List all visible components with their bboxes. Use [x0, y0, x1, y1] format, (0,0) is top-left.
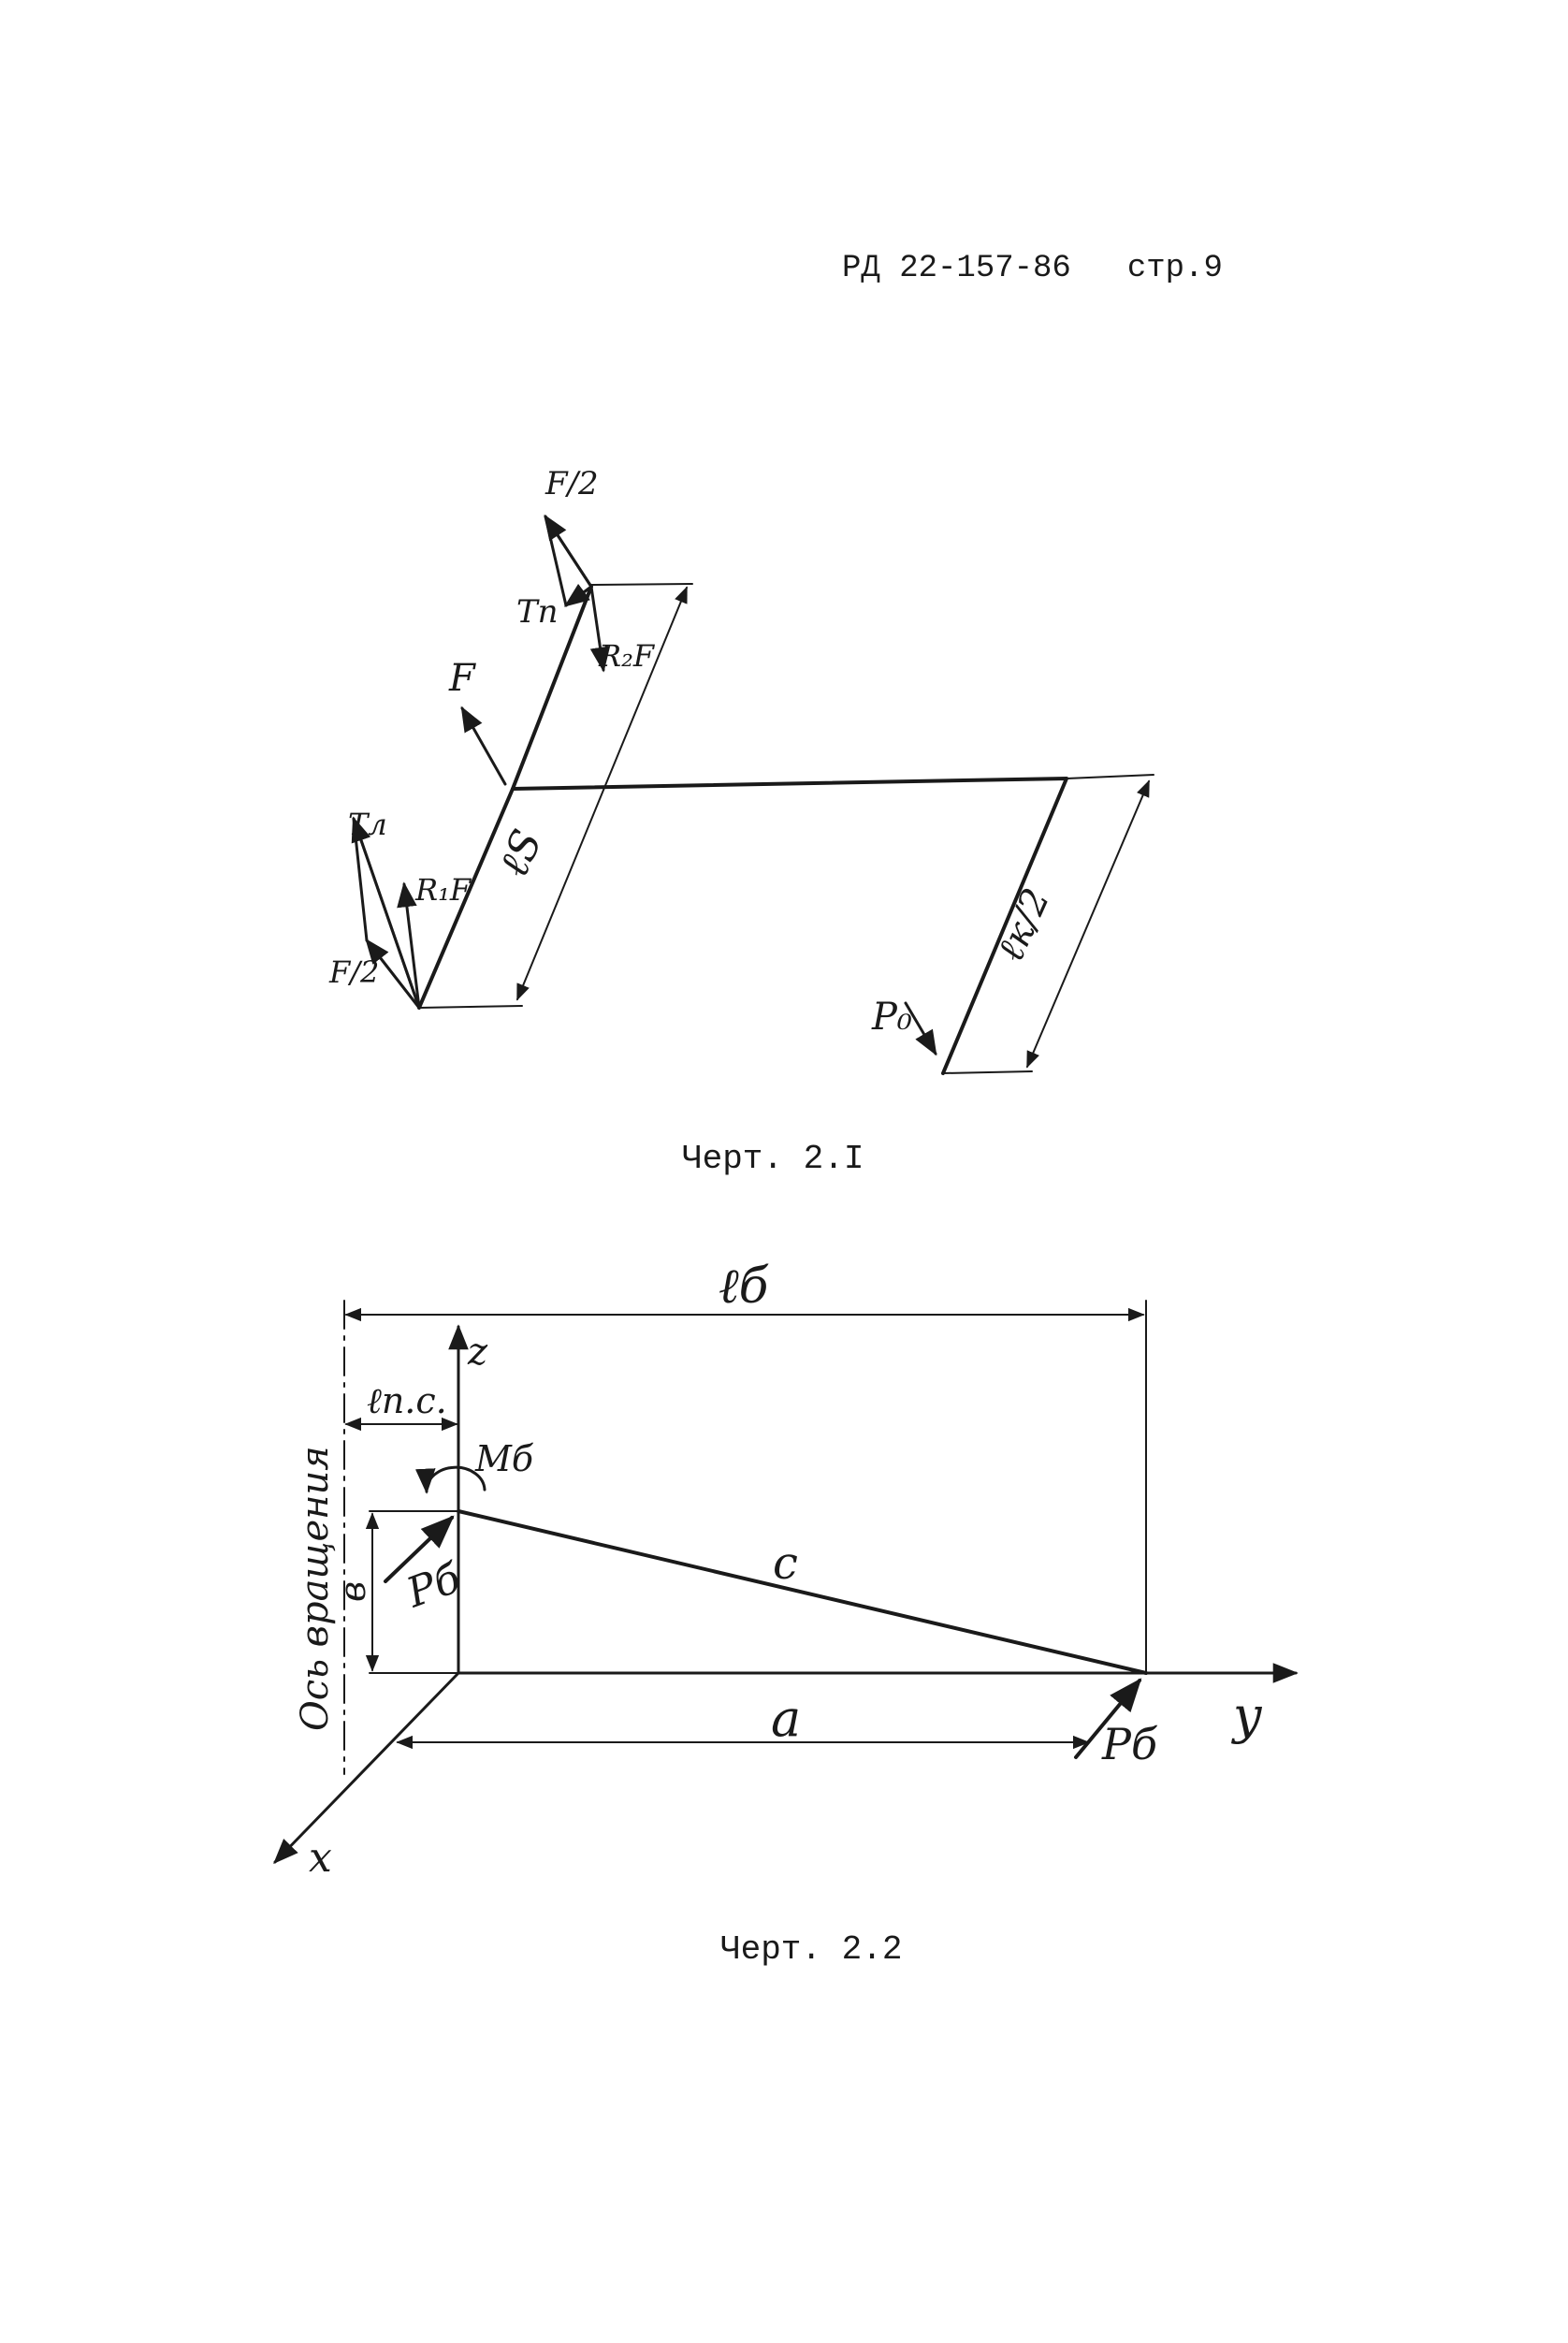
label-lk-half: ℓк/2: [989, 882, 1058, 968]
lower-end-line: [418, 1005, 523, 1009]
page-header: РД 22-157-86 стр.9: [842, 251, 1223, 286]
label-c: c: [773, 1537, 798, 1590]
label-lpc: ℓп.с.: [367, 1380, 447, 1421]
label-f: F: [448, 657, 476, 700]
r2f-arrow: [589, 585, 611, 673]
label-ls: ℓS: [489, 822, 551, 883]
label-r1f: R₁F: [414, 872, 472, 908]
label-p0: P₀: [871, 996, 912, 1039]
label-x: x: [309, 1834, 332, 1882]
page-reference: стр.9: [1126, 251, 1223, 286]
dimension-line-lk-half: [1026, 779, 1150, 1069]
label-tp: Tп: [516, 593, 559, 631]
top-f-half-arrow: [544, 514, 593, 589]
right-end-line: [1066, 774, 1154, 779]
frame-outline: [417, 777, 1068, 1075]
label-f-half-top: F/2: [544, 465, 599, 502]
x-axis-line: [273, 1671, 460, 1864]
pb-left-arrow: [384, 1515, 455, 1583]
bottom-f-half-arrow: [365, 938, 421, 1010]
figure-2-2-caption: Черт. 2.2: [720, 1930, 903, 1969]
force-f-arrow: [460, 706, 507, 786]
figure-2-1-caption: Черт. 2.I: [682, 1140, 864, 1178]
figure-2-2-drawing: ℓб z ℓп.с. Ось вращения Mб Pб в c a Pб y…: [273, 1259, 1299, 1882]
dimension-line-ls: [516, 586, 688, 1001]
figure-2-1-drawing: F/2 Tп R₂F F Tл R₁F F/2 ℓS ℓк/2 P₀: [328, 465, 1154, 1075]
label-y: y: [1231, 1686, 1263, 1745]
pb-right-arrow: [1074, 1678, 1142, 1759]
upper-end-line: [590, 583, 693, 586]
tl-arrow: [351, 816, 421, 1010]
document-code: РД 22-157-86: [842, 251, 1071, 286]
label-b: в: [332, 1581, 373, 1602]
right-bottom-line: [942, 1070, 1033, 1074]
r1f-arrow: [397, 881, 421, 1010]
label-pb-left: Pб: [399, 1554, 467, 1618]
label-mb: Mб: [474, 1438, 534, 1479]
label-r2f: R₂F: [598, 638, 656, 674]
beam-line-c: [457, 1509, 1148, 1675]
label-rotation-axis: Ось вращения: [294, 1446, 337, 1731]
moment-mb-arc: [415, 1465, 486, 1494]
label-f-half-bottom: F/2: [328, 954, 379, 990]
label-pb-right: Pб: [1101, 1719, 1158, 1769]
label-tl: Tл: [348, 807, 387, 842]
label-z: z: [467, 1331, 488, 1374]
label-a: a: [771, 1689, 801, 1748]
label-lb: ℓб: [719, 1259, 769, 1315]
p0-arrow: [904, 1001, 937, 1056]
tp-arrow: [563, 583, 593, 607]
